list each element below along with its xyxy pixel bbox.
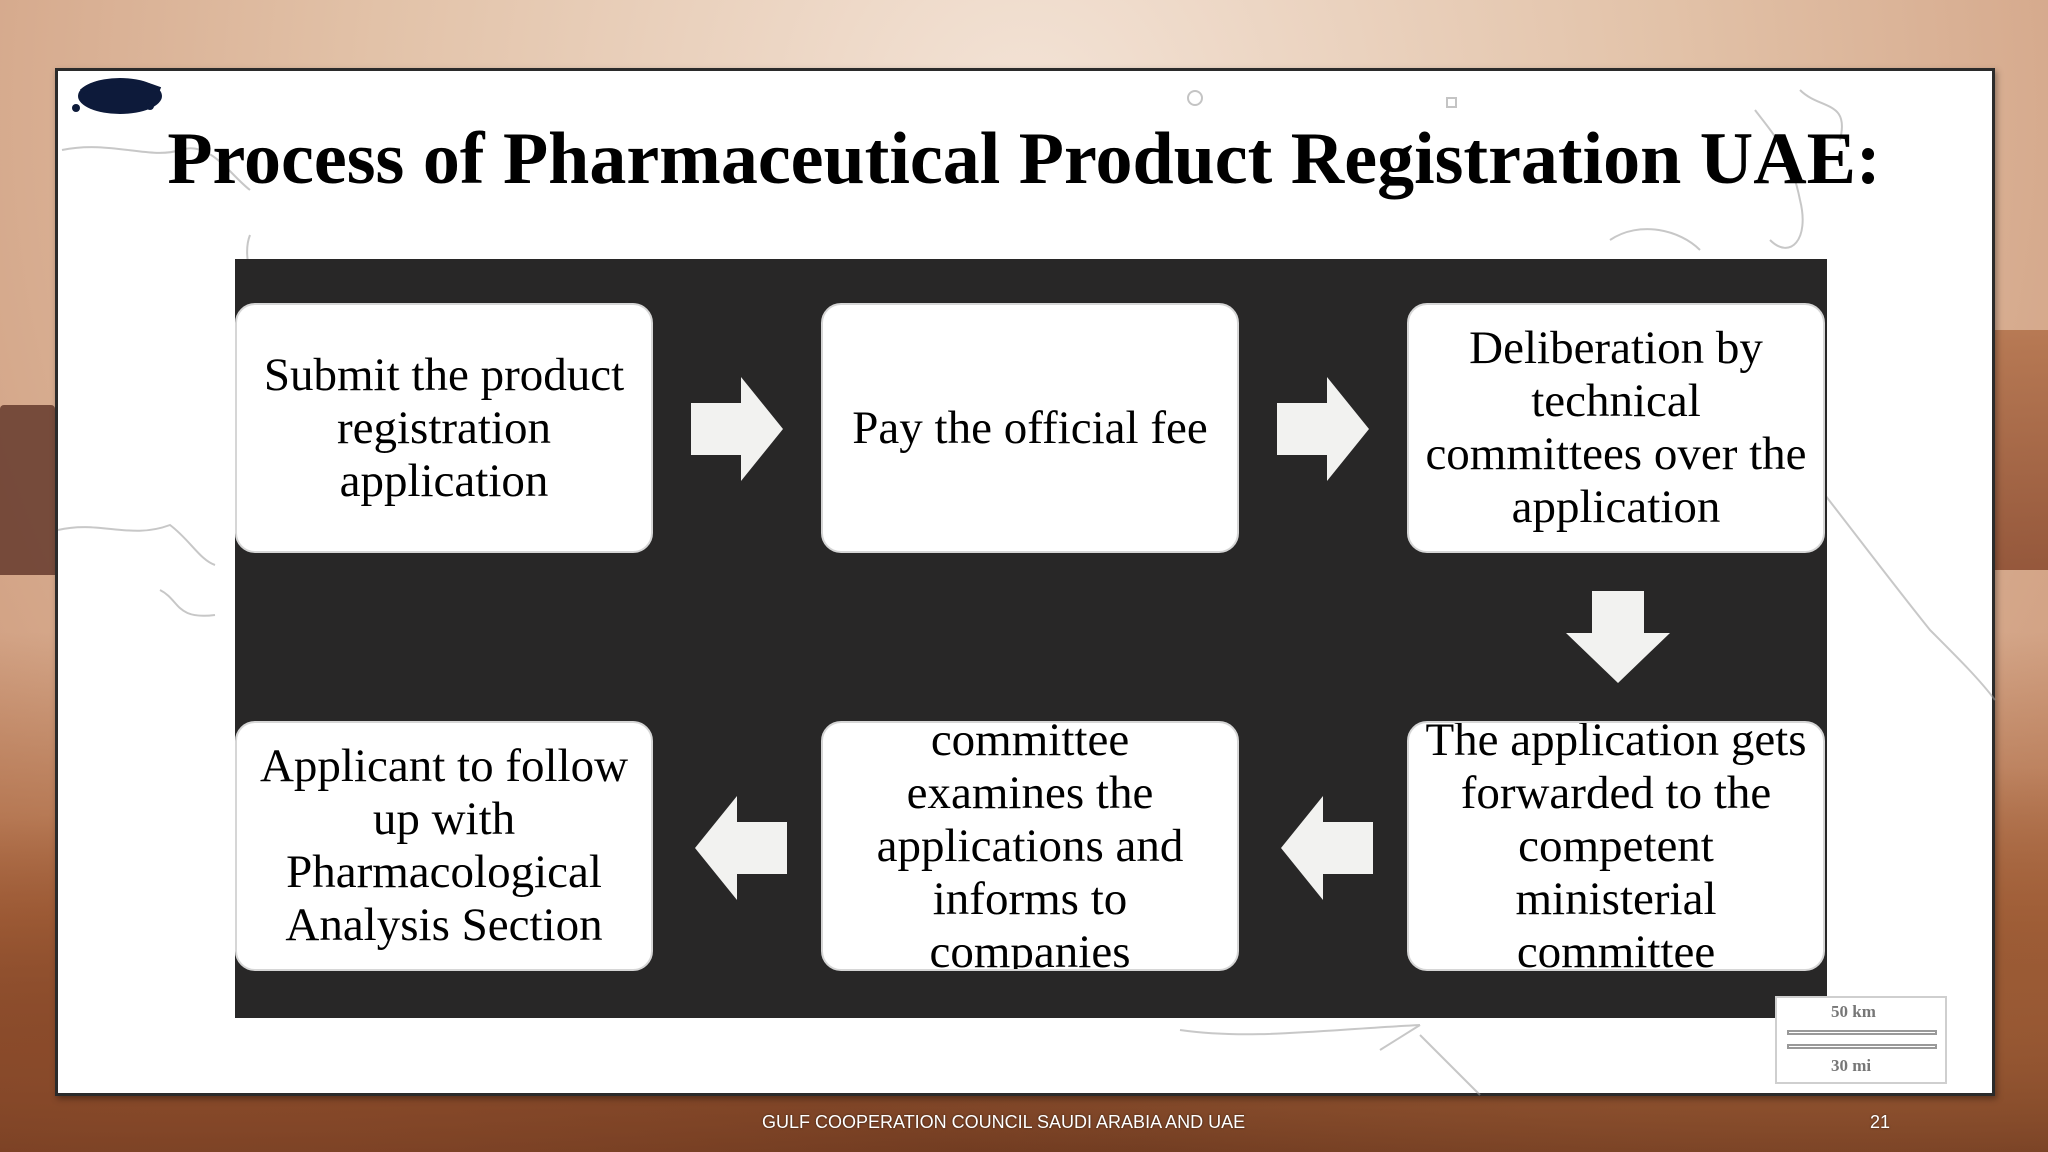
process-diagram: Submit the product registration applicat… bbox=[235, 259, 1827, 1018]
scale-mi-label: 30 mi bbox=[1831, 1056, 1872, 1075]
arrow-left-icon bbox=[695, 796, 787, 900]
globe-logo-icon bbox=[72, 78, 162, 114]
arrow-down-icon bbox=[1566, 591, 1670, 683]
slide-title: Process of Pharmaceutical Product Regist… bbox=[167, 118, 1881, 200]
slide-footer: GULF COOPERATION COUNCIL SAUDI ARABIA AN… bbox=[762, 1112, 1246, 1132]
slide-number: 21 bbox=[1870, 1112, 1891, 1132]
step-applicant-follow-up: Applicant to follow up with Pharmacologi… bbox=[235, 721, 653, 971]
rock-formation-left bbox=[0, 405, 55, 575]
map-scale: 50 km 30 mi bbox=[1775, 996, 1947, 1084]
scale-bar-mi bbox=[1787, 1044, 1937, 1049]
scale-bar-km bbox=[1787, 1030, 1937, 1035]
step-technical-deliberation: Deliberation by technical committees ove… bbox=[1407, 303, 1825, 553]
arrow-right-icon bbox=[1277, 377, 1369, 481]
step-pay-fee: Pay the official fee bbox=[821, 303, 1239, 553]
arrow-left-icon bbox=[1281, 796, 1373, 900]
scale-km-label: 50 km bbox=[1831, 1002, 1876, 1021]
step-submit-application: Submit the product registration applicat… bbox=[235, 303, 653, 553]
step-forward-to-committee: The application gets forwarded to the co… bbox=[1407, 721, 1825, 971]
step-committee-examines: committee examines the applications and … bbox=[821, 721, 1239, 971]
arrow-right-icon bbox=[691, 377, 783, 481]
